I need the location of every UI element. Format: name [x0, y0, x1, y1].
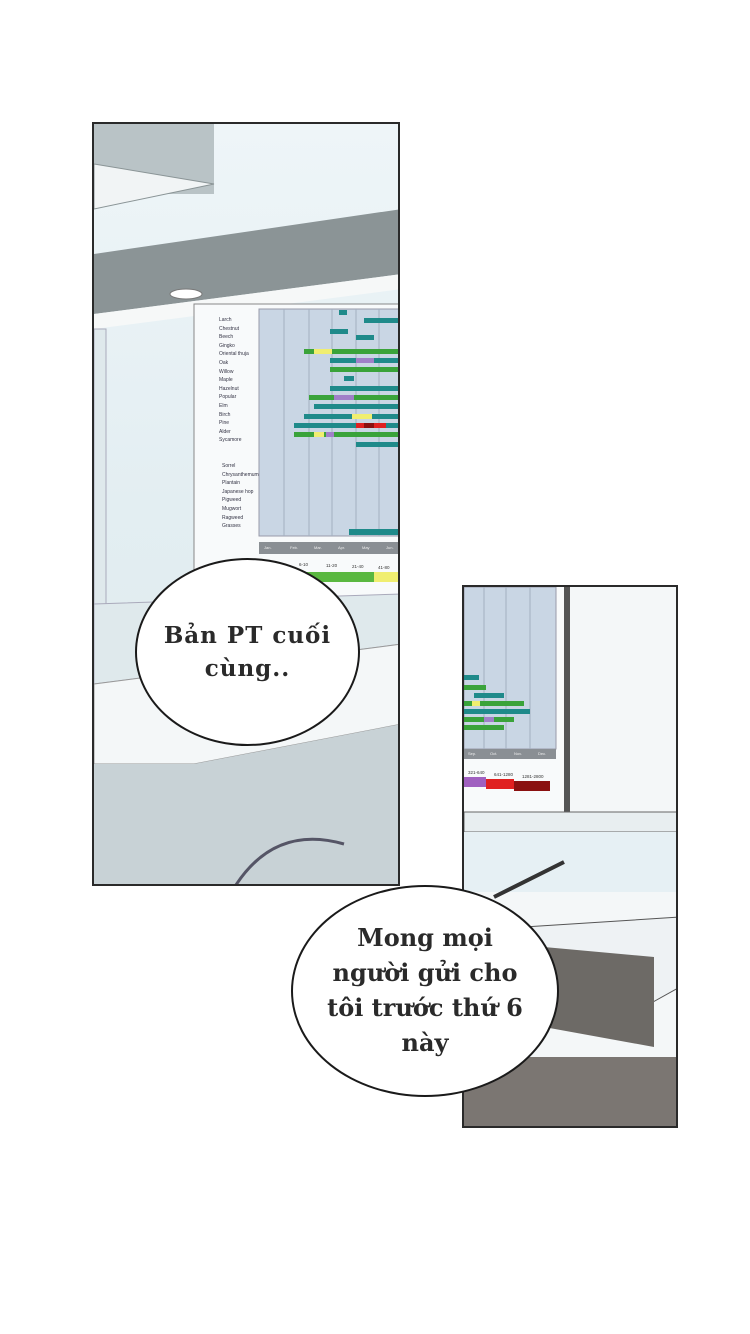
- speech-bubble-1: Bản PT cuối cùng..: [135, 558, 360, 746]
- month-label: Dec.: [538, 751, 547, 756]
- legend-label: 21-40: [352, 564, 364, 569]
- month-label: Nov.: [514, 751, 522, 756]
- legend-label: 1281-2800: [522, 774, 544, 779]
- month-label: Feb.: [290, 545, 299, 550]
- meeting-room-illustration: [94, 124, 398, 884]
- month-label: Oct.: [490, 751, 498, 756]
- legend-label: 321-640: [468, 770, 485, 775]
- speech-bubble-2: Mong mọi người gửi cho tôi trước thứ 6 n…: [291, 885, 559, 1097]
- month-label: Jun.: [386, 545, 394, 550]
- month-label: Sep.: [468, 751, 477, 756]
- legend-label: 641-1280: [494, 772, 514, 777]
- speech-text: Bản PT cuối cùng..: [163, 621, 332, 682]
- month-label: May: [362, 545, 370, 550]
- whiteboard-illustration: [464, 587, 676, 1126]
- comic-panel-whiteboard: Sep. Oct. Nov. Dec. 321-640 641-1280 128…: [462, 585, 678, 1128]
- pollen-bars: [294, 310, 398, 535]
- month-label: Apr.: [338, 545, 346, 550]
- month-label: Mar.: [314, 545, 322, 550]
- legend-label: 41-80: [378, 565, 390, 570]
- legend-label: 6-10: [299, 562, 309, 567]
- speech-text: Mong mọi người gửi cho tôi trước thứ 6 n…: [327, 923, 523, 1057]
- legend-label: 11-20: [326, 563, 338, 568]
- month-label: Jan.: [264, 545, 272, 550]
